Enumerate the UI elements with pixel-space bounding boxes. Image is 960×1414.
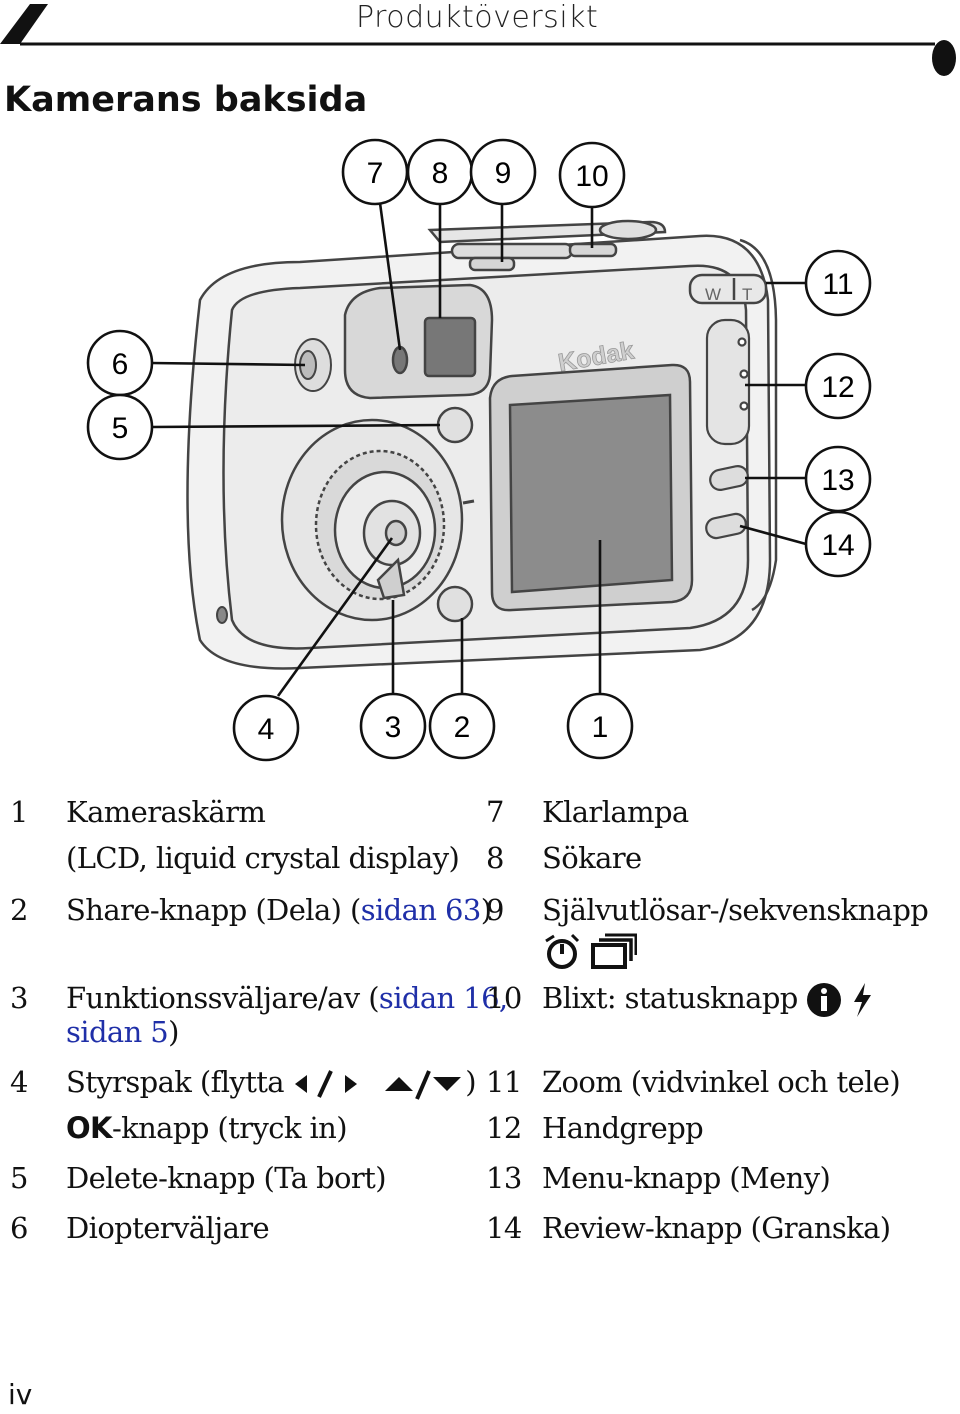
callout-leaders	[150, 202, 807, 697]
callout-12: 12	[804, 352, 872, 420]
camera-back-figure: W T Kodak	[86, 138, 872, 762]
svg-text:1: 1	[592, 711, 609, 744]
page-number: iv	[8, 1378, 33, 1411]
delete-button-shape	[436, 406, 474, 444]
callout-6: 6	[86, 329, 154, 397]
link-sidan-63[interactable]: sidan 63	[360, 893, 482, 927]
svg-text:4: 4	[258, 713, 275, 746]
svg-text:7: 7	[367, 157, 384, 190]
section-title: Kamerans baksida	[4, 80, 368, 120]
link-sidan-16[interactable]: sidan 16,	[378, 981, 508, 1015]
svg-text:9: 9	[495, 157, 512, 190]
svg-text:12: 12	[821, 371, 854, 404]
self-timer-icon	[545, 933, 580, 969]
header-rule	[0, 4, 956, 76]
svg-text:14: 14	[821, 529, 854, 562]
menu-button-shape	[709, 465, 749, 491]
callout-4: 4	[232, 694, 300, 762]
svg-text:11: 11	[822, 268, 853, 301]
share-button-shape	[436, 585, 474, 623]
callout-5: 5	[86, 393, 154, 461]
svg-text:8: 8	[432, 157, 449, 190]
mode-dial	[280, 418, 464, 622]
callouts: 7 8 9 10 11 12 13 14 6 5 4 3 2 1	[86, 138, 872, 762]
running-head: Produktöversikt	[356, 0, 599, 35]
svg-text:6: 6	[112, 348, 129, 381]
joystick-left-right-icon	[294, 1070, 357, 1098]
viewfinder	[343, 283, 494, 400]
callout-14: 14	[804, 510, 872, 578]
callout-10: 10	[558, 141, 626, 209]
callout-8: 8	[406, 138, 474, 206]
callout-1: 1	[566, 692, 634, 760]
joystick-up-down-icon	[385, 1070, 462, 1100]
flash-icon	[854, 983, 872, 1017]
svg-text:10: 10	[575, 160, 608, 193]
burst-sequence-icon	[590, 933, 637, 969]
callout-11: 11	[804, 249, 872, 317]
callout-2: 2	[428, 692, 496, 760]
link-sidan-5[interactable]: sidan 5	[66, 1015, 169, 1049]
lcd-screen	[488, 363, 694, 612]
callout-3: 3	[359, 692, 427, 760]
diopter-dial	[294, 338, 332, 392]
callout-9: 9	[469, 138, 537, 206]
svg-text:T: T	[742, 285, 752, 304]
info-icon	[807, 983, 842, 1017]
callout-13: 13	[804, 445, 872, 513]
svg-text:13: 13	[821, 464, 854, 497]
svg-text:2: 2	[454, 711, 471, 744]
svg-text:3: 3	[385, 711, 402, 744]
grip-strip	[705, 318, 751, 446]
callout-7: 7	[341, 138, 409, 206]
svg-text:5: 5	[112, 412, 129, 445]
review-button-shape	[705, 512, 747, 540]
zoom-label: W	[705, 285, 721, 304]
